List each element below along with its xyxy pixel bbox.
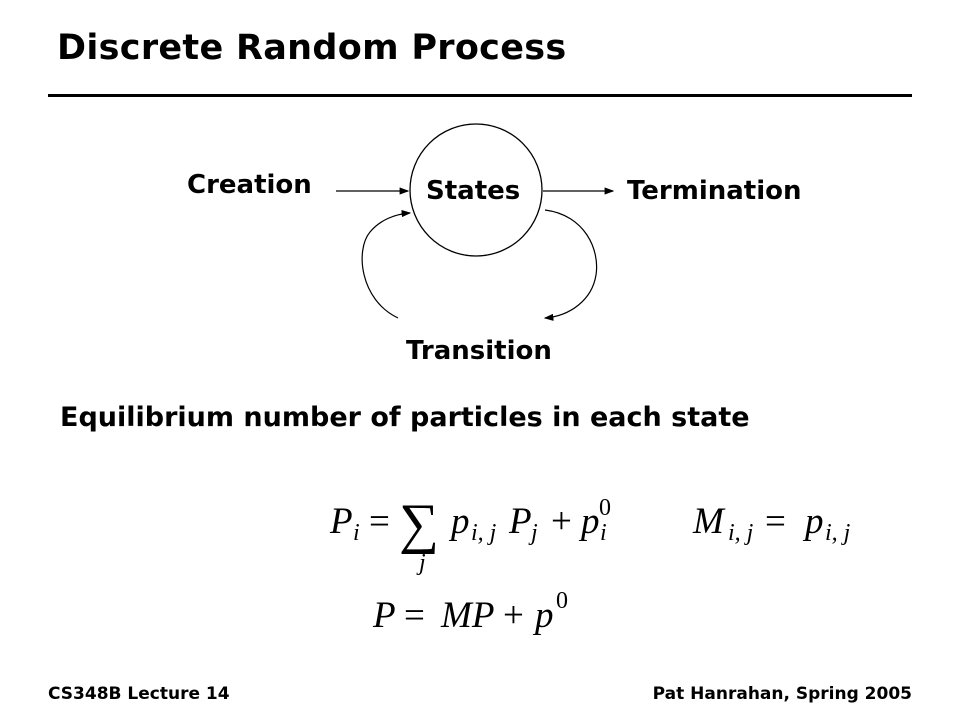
transition-arrow-left [361, 209, 412, 319]
states-node [409, 123, 543, 257]
footer-course: CS348B Lecture 14 [48, 684, 230, 704]
eq2-M-index: i, j [728, 520, 754, 546]
eq2-M: M [693, 501, 724, 542]
eq1-i: i [353, 520, 360, 546]
eq3-p: p [535, 595, 554, 636]
footer-author: Pat Hanrahan, Spring 2005 [652, 684, 912, 704]
slide-subtitle: Equilibrium number of particles in each … [60, 402, 750, 433]
eq1-p: p [451, 501, 470, 542]
eq2-p-index: i, j [825, 520, 851, 546]
eq1-Pj: P [509, 501, 532, 542]
sum-symbol: ∑ [399, 493, 439, 555]
eq3-p-sup: 0 [556, 588, 568, 614]
eq1-p0-index: i [600, 520, 607, 546]
eq2-p: p [805, 501, 824, 542]
eq3-plus: + [503, 595, 524, 636]
eq2-equals: = [765, 501, 786, 542]
eq1-p0: p [581, 501, 600, 542]
eq1-plus: + [551, 501, 572, 542]
eq1-sum-index: j [419, 550, 426, 576]
title-divider [48, 94, 912, 97]
states-label: States [426, 176, 521, 206]
eq3-lhs: P [373, 595, 396, 636]
creation-label: Creation [187, 170, 312, 200]
termination-label: Termination [627, 176, 802, 206]
eq1-Pj-index: j [531, 520, 538, 546]
transition-arrow-right [543, 209, 598, 321]
eq3-equals: = [404, 595, 425, 636]
transition-label: Transition [406, 336, 552, 366]
eq1-P: P [330, 501, 353, 542]
eq1-equals: = [369, 501, 390, 542]
eq3-rhs: MP [441, 595, 495, 636]
slide-title: Discrete Random Process [57, 28, 567, 68]
eq1-p0-sup: 0 [599, 495, 611, 521]
eq1-p-index: i, j [471, 520, 497, 546]
